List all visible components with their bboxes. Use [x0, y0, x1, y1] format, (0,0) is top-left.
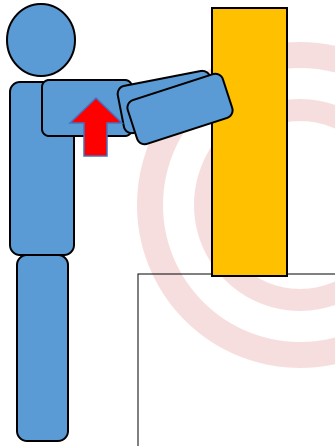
head [7, 4, 75, 76]
leg [17, 255, 68, 441]
panel [212, 8, 287, 276]
